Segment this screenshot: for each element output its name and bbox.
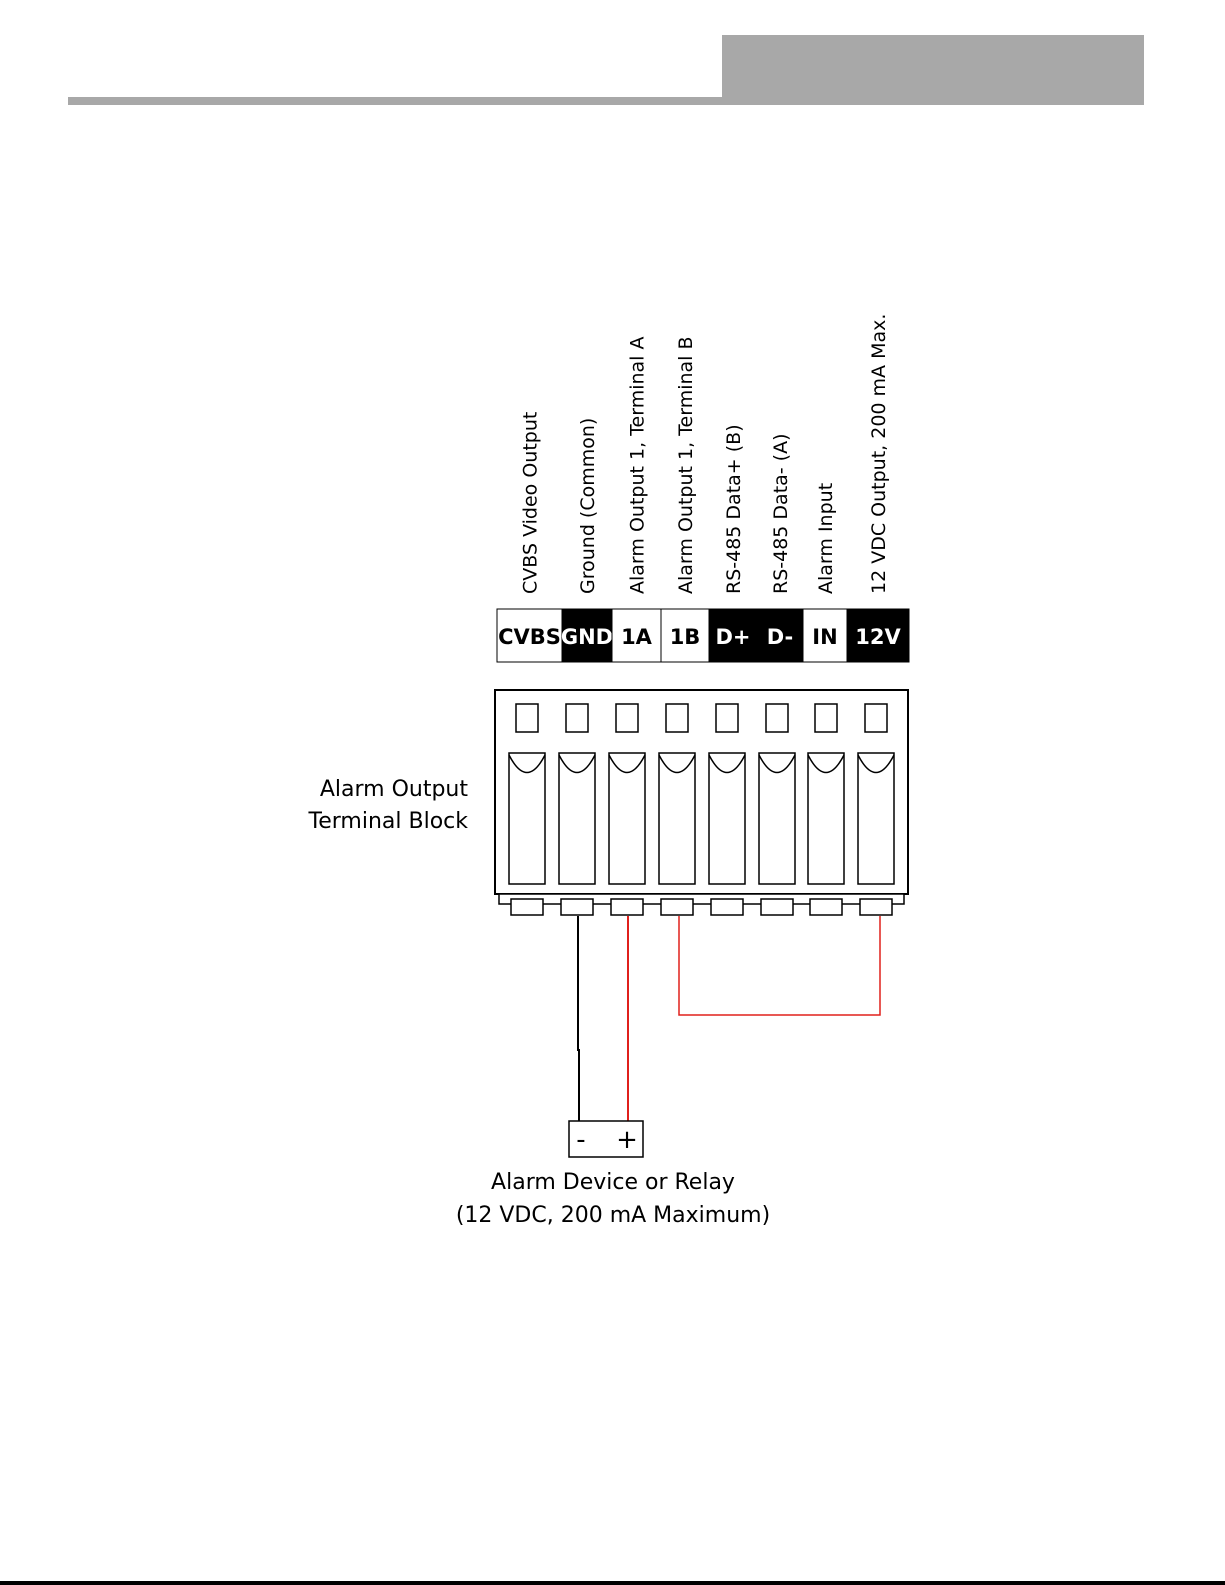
terminal-block-base (499, 894, 904, 904)
pin-code-5: D+ (715, 625, 750, 649)
alarm-device-plus: + (616, 1125, 638, 1155)
terminal-block-body (495, 690, 908, 894)
alarm-device-minus: - (576, 1125, 585, 1155)
terminal-screw-7 (815, 704, 837, 732)
pin-code-2: GND (561, 625, 613, 649)
terminal-block (495, 690, 908, 915)
pin-description-5: RS-485 Data+ (B) (723, 424, 745, 594)
terminal-clamp-5 (711, 899, 743, 915)
pin-description-1: CVBS Video Output (520, 412, 542, 594)
terminal-block-label-line2: Terminal Block (308, 809, 469, 834)
alarm-device: - + (569, 1121, 643, 1157)
pin-code-3: 1A (621, 625, 653, 649)
alarm-device-label-line2: (12 VDC, 200 mA Maximum) (456, 1203, 770, 1228)
terminal-clamp-3 (611, 899, 643, 915)
terminal-screw-5 (716, 704, 738, 732)
pin-description-3: Alarm Output 1, Terminal A (627, 337, 649, 594)
alarm-device-label-line1: Alarm Device or Relay (491, 1170, 735, 1195)
pin-code-4: 1B (670, 625, 701, 649)
terminal-screw-1 (516, 704, 538, 732)
pin-code-6: D- (767, 625, 794, 649)
terminal-clamp-4 (661, 899, 693, 915)
pin-code-8: 12V (855, 625, 901, 649)
bottom-rule (0, 1581, 1225, 1585)
terminal-screw-4 (666, 704, 688, 732)
terminal-screw-3 (616, 704, 638, 732)
pin-descriptions: CVBS Video Output Ground (Common) Alarm Ou… (520, 314, 891, 594)
pin-code-7: IN (812, 625, 837, 649)
jumper-wire-1b-12v (679, 916, 880, 1015)
terminal-screw-6 (766, 704, 788, 732)
pin-description-7: Alarm Input (815, 483, 837, 594)
terminal-clamp-8 (860, 899, 892, 915)
terminal-clamp-2 (561, 899, 593, 915)
pin-description-8: 12 VDC Output, 200 mA Max. (868, 314, 890, 594)
ground-wire (578, 916, 579, 1122)
pin-description-4: Alarm Output 1, Terminal B (675, 336, 697, 594)
pin-code-1: CVBS (498, 625, 561, 649)
terminal-block-label-line1: Alarm Output (320, 777, 469, 802)
terminal-clamp-6 (761, 899, 793, 915)
pin-description-2: Ground (Common) (577, 418, 599, 594)
terminal-screw-2 (566, 704, 588, 732)
terminal-screw-8 (865, 704, 887, 732)
terminal-clamp-1 (511, 899, 543, 915)
wires (578, 916, 880, 1122)
terminal-clamp-7 (810, 899, 842, 915)
pin-description-6: RS-485 Data- (A) (770, 433, 792, 594)
